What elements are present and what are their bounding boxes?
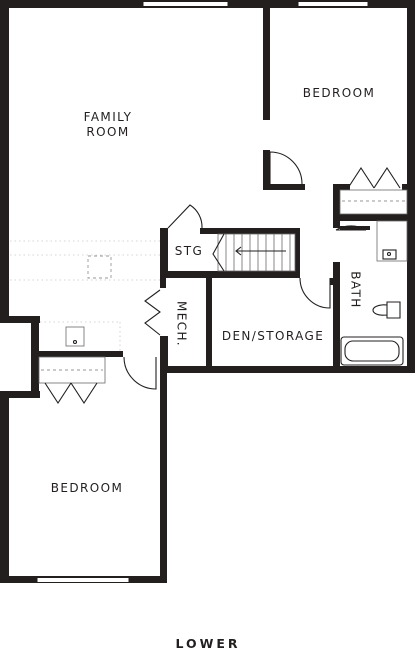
label-family-room-line2: ROOM <box>86 125 129 139</box>
utility-sink <box>65 326 85 347</box>
bathtub <box>340 336 404 366</box>
window-family-room <box>142 1 229 7</box>
floor-title: LOWER <box>175 636 240 650</box>
label-bath: BATH <box>349 271 363 308</box>
closet-lower-bedroom <box>38 356 106 384</box>
floor-vent <box>87 255 112 279</box>
label-den-storage: DEN/STORAGE <box>222 329 324 343</box>
door-bath <box>335 225 367 231</box>
family-room-features <box>10 240 160 351</box>
stairs <box>212 233 296 272</box>
door-den <box>299 277 331 309</box>
interior-walls <box>31 0 415 373</box>
window-bedroom-upper <box>297 1 369 7</box>
toilet <box>372 301 401 319</box>
door-storage <box>167 204 203 229</box>
bath-fixtures <box>340 220 408 366</box>
label-storage: STG <box>175 244 203 258</box>
room-labels: FAMILY ROOM BEDROOM STG MECH. DEN/STORAG… <box>51 86 375 495</box>
label-family-room-line1: FAMILY <box>84 110 133 124</box>
windows <box>36 1 369 583</box>
window-bedroom-lower <box>36 577 130 583</box>
door-bedroom-lower <box>123 356 157 390</box>
door-mechanical-bifold <box>144 289 161 336</box>
door-bedroom-upper <box>269 151 303 185</box>
closet-upper-bedroom <box>339 189 408 215</box>
closets <box>38 166 408 405</box>
label-bedroom-upper: BEDROOM <box>303 86 375 100</box>
vanity-sink <box>376 220 408 262</box>
label-bedroom-lower: BEDROOM <box>51 481 123 495</box>
stair-direction-arrow <box>235 246 286 256</box>
doors <box>123 151 367 390</box>
label-mechanical: MECH. <box>175 301 189 347</box>
